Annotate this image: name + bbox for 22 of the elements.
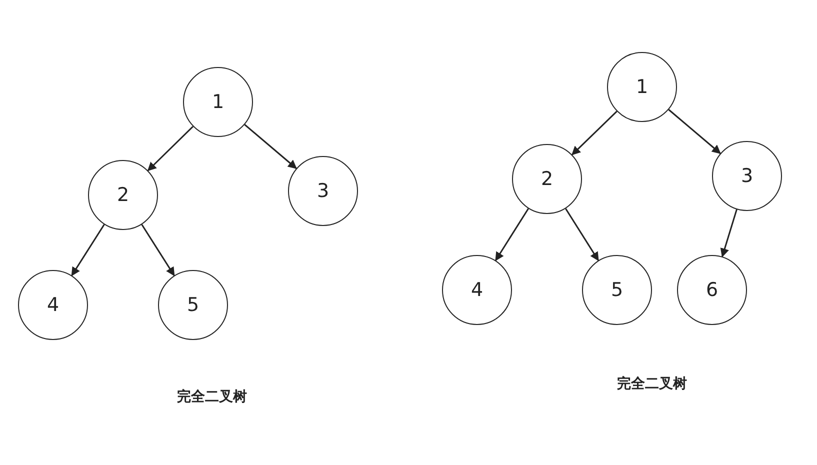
tree-node-circle: 4	[442, 255, 512, 325]
caption-text: 完全二叉树	[617, 375, 687, 393]
arrow	[141, 224, 175, 276]
tree-node-circle: 1	[183, 67, 253, 137]
tree-node-circle: 4	[18, 270, 88, 340]
tree-node-circle: 3	[712, 141, 782, 211]
arrow	[244, 124, 297, 169]
arrow	[147, 126, 194, 172]
arrow	[720, 209, 738, 258]
arrow	[668, 109, 721, 154]
tree-node-circle: 2	[512, 144, 582, 214]
tree-node-circle: 1	[607, 52, 677, 122]
tree-node-circle: 3	[288, 156, 358, 226]
caption-text: 完全二叉树	[177, 388, 247, 406]
arrow	[572, 110, 618, 156]
tree-node-circle: 5	[158, 270, 228, 340]
arrow	[495, 208, 529, 262]
arrow	[565, 208, 599, 262]
tree-node-circle: 5	[582, 255, 652, 325]
tree-node-circle: 2	[88, 160, 158, 230]
tree-node-circle: 6	[677, 255, 747, 325]
arrow	[71, 224, 105, 276]
